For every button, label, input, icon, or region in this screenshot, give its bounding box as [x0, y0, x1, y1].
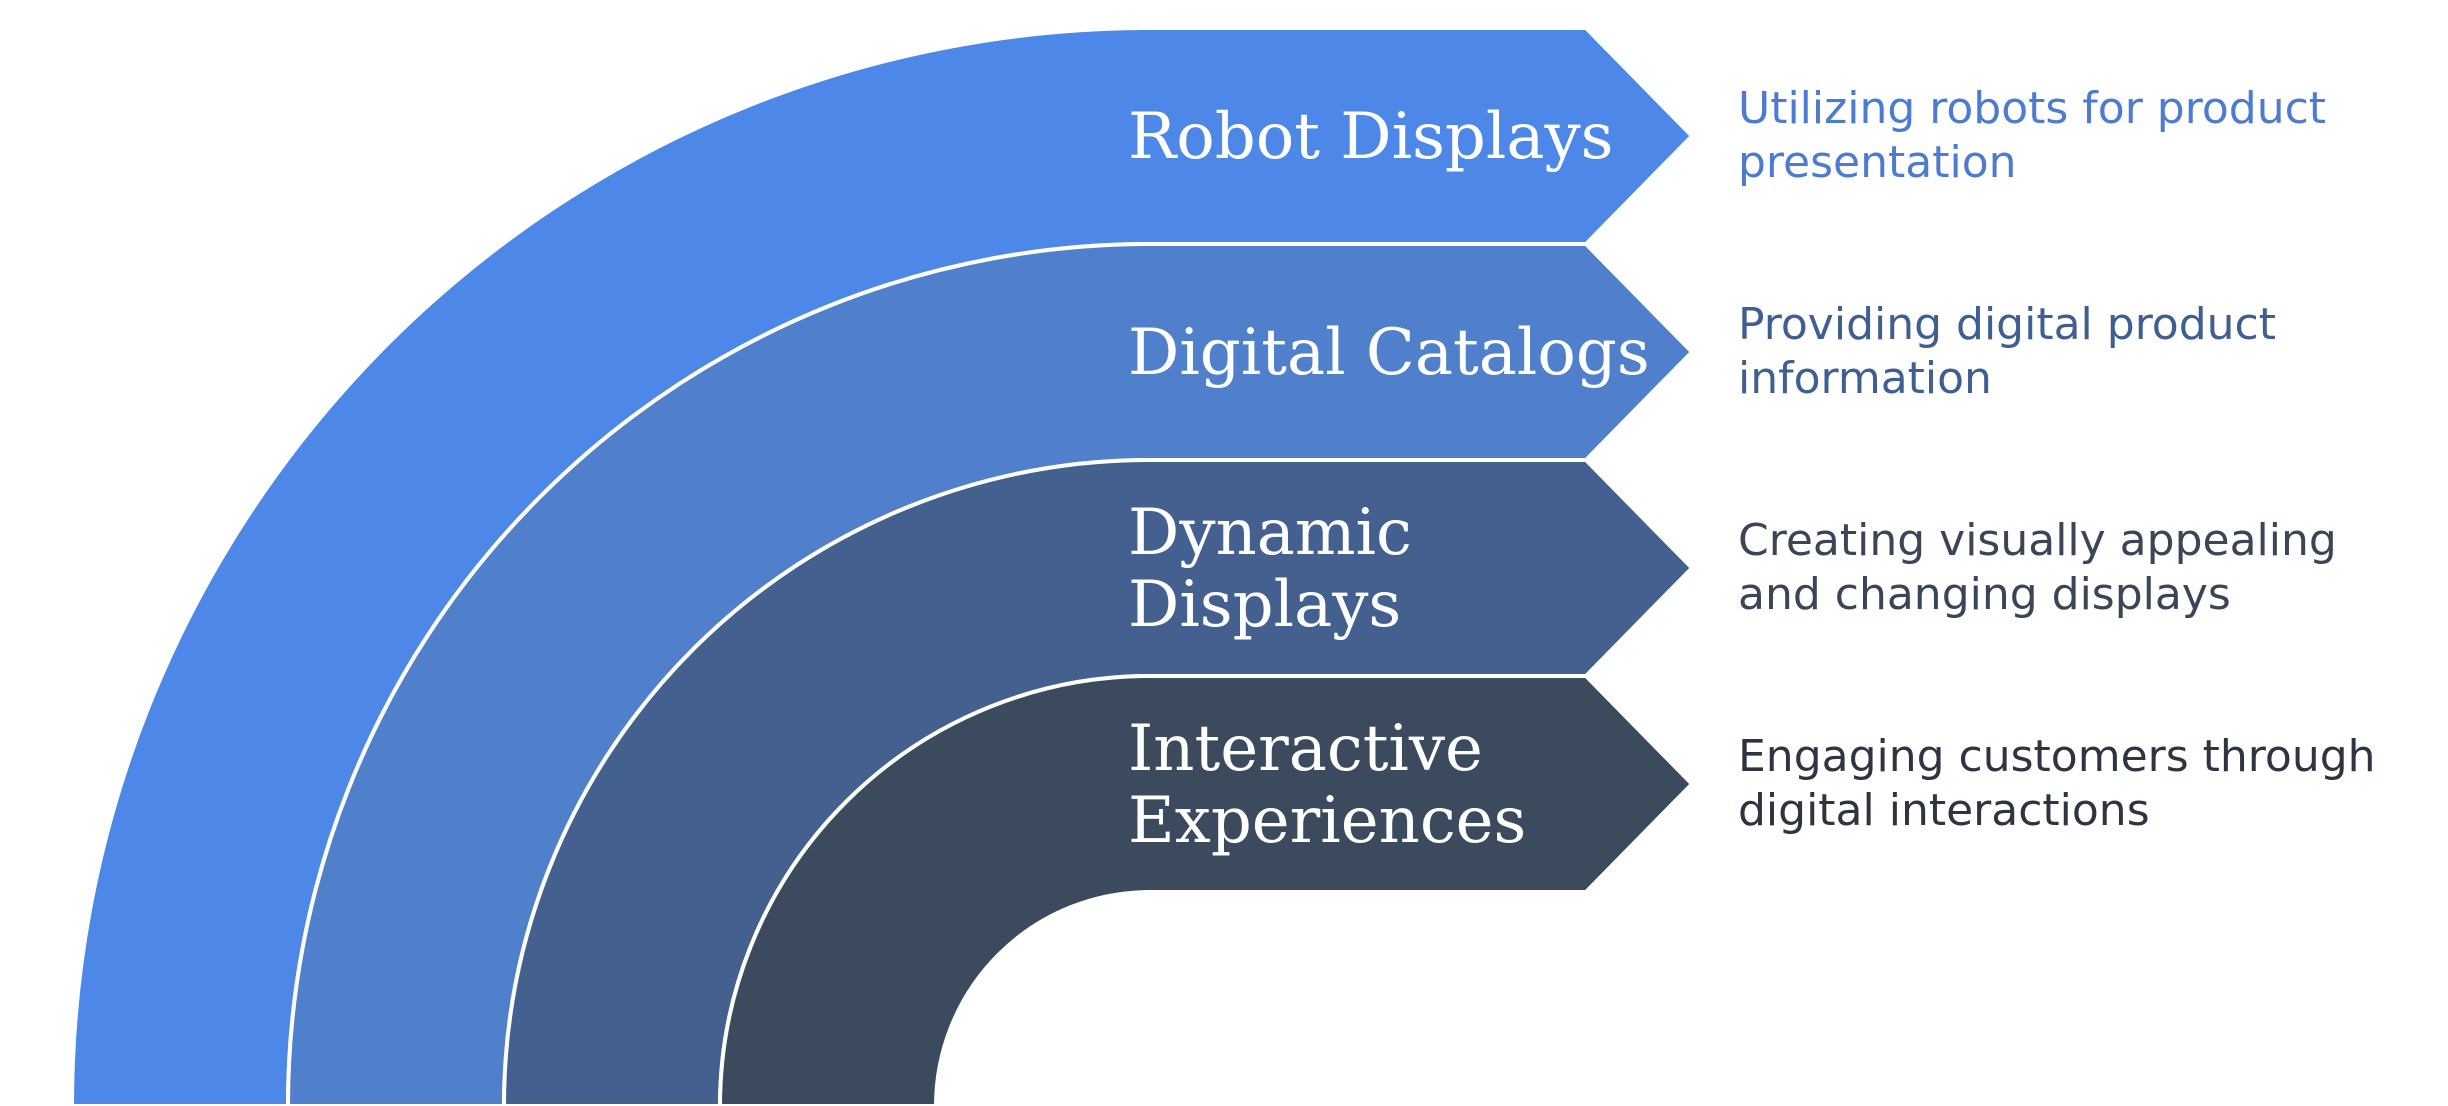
- band-title-line: Robot Displays: [1128, 100, 1614, 174]
- band-title-line: Dynamic: [1128, 496, 1412, 570]
- band-title-line: Experiences: [1128, 784, 1526, 858]
- band-title-digital-catalogs: Digital Catalogs: [1128, 316, 1650, 390]
- band-title-line: Digital Catalogs: [1128, 316, 1650, 390]
- description-dynamic-displays: Creating visually appealing and changing…: [1738, 515, 2337, 620]
- band-interactive-experiences: [717, 674, 1695, 1106]
- band-title-line: Displays: [1128, 568, 1401, 642]
- description-interactive-experiences: Engaging customers through digital inter…: [1738, 731, 2376, 836]
- band-title-robot-displays: Robot Displays: [1128, 100, 1614, 174]
- description-digital-catalogs: Providing digital product information: [1738, 299, 2276, 404]
- description-robot-displays: Utilizing robots for product presentatio…: [1738, 83, 2327, 188]
- band-title-line: Interactive: [1128, 712, 1483, 786]
